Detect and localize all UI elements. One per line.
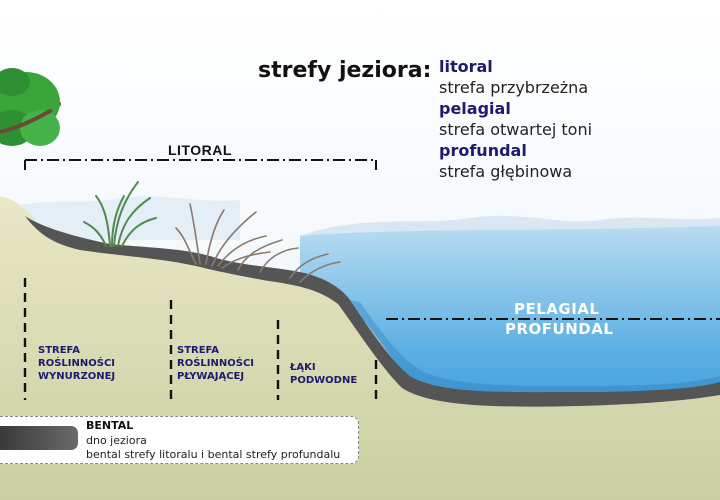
legend-line: dno jeziora [86, 434, 147, 447]
zone-label-line: PODWODNE [290, 375, 358, 386]
legend-line: bental strefy litoralu i bental strefy p… [86, 448, 341, 461]
zone-name-profundal: profundal [439, 141, 527, 160]
tree-foliage [20, 110, 60, 146]
zone-name-pelagial: pelagial [439, 99, 511, 118]
zone-label-line: ROŚLINNOŚCI [177, 358, 254, 369]
zone-separators [23, 278, 378, 405]
zone-desc-profundal: strefa głębinowa [439, 162, 573, 181]
pelagial-label: PELAGIAL [514, 300, 600, 318]
zone-desc-pelagial: strefa otwartej toni [439, 120, 593, 139]
underwater-meadows-zone-label: ŁĄKI PODWODNE [290, 361, 357, 387]
zone-label-line: WYNURZONEJ [38, 371, 116, 382]
profundal-label: PROFUNDAL [505, 320, 614, 338]
bental-swatch [0, 426, 78, 450]
zone-label-line: ROŚLINNOŚCI [38, 358, 115, 369]
legend-title: BENTAL [86, 419, 134, 432]
tree-trunk [0, 108, 53, 134]
zone-label-line: PŁYWAJĄCEJ [177, 371, 245, 382]
floating-vegetation-zone-label: STREFA ROŚLINNOŚCI PŁYWAJĄCEJ [177, 344, 254, 383]
litoral-label: LITORAL [168, 142, 232, 158]
bental-sediment [25, 216, 720, 407]
water-edge-shading [350, 300, 720, 393]
diagram-title: strefy jeziora: [258, 58, 432, 83]
tree-foliage [0, 68, 30, 96]
zones-list: litoral strefa przybrzeżna pelagial stre… [439, 56, 592, 182]
zone-label-line: ŁĄKI [290, 362, 316, 373]
floating-plants [175, 203, 341, 283]
emergent-vegetation-zone-label: STREFA ROŚLINNOŚCI WYNURZONEJ [38, 344, 115, 383]
tree [0, 68, 61, 146]
zone-name-litoral: litoral [439, 57, 493, 76]
bental-legend: BENTAL dno jeziora bental strefy litoral… [0, 416, 359, 464]
zone-label-line: STREFA [38, 345, 80, 356]
zone-label-line: STREFA [177, 345, 219, 356]
zone-desc-litoral: strefa przybrzeżna [439, 78, 589, 97]
emergent-plants [83, 181, 157, 247]
